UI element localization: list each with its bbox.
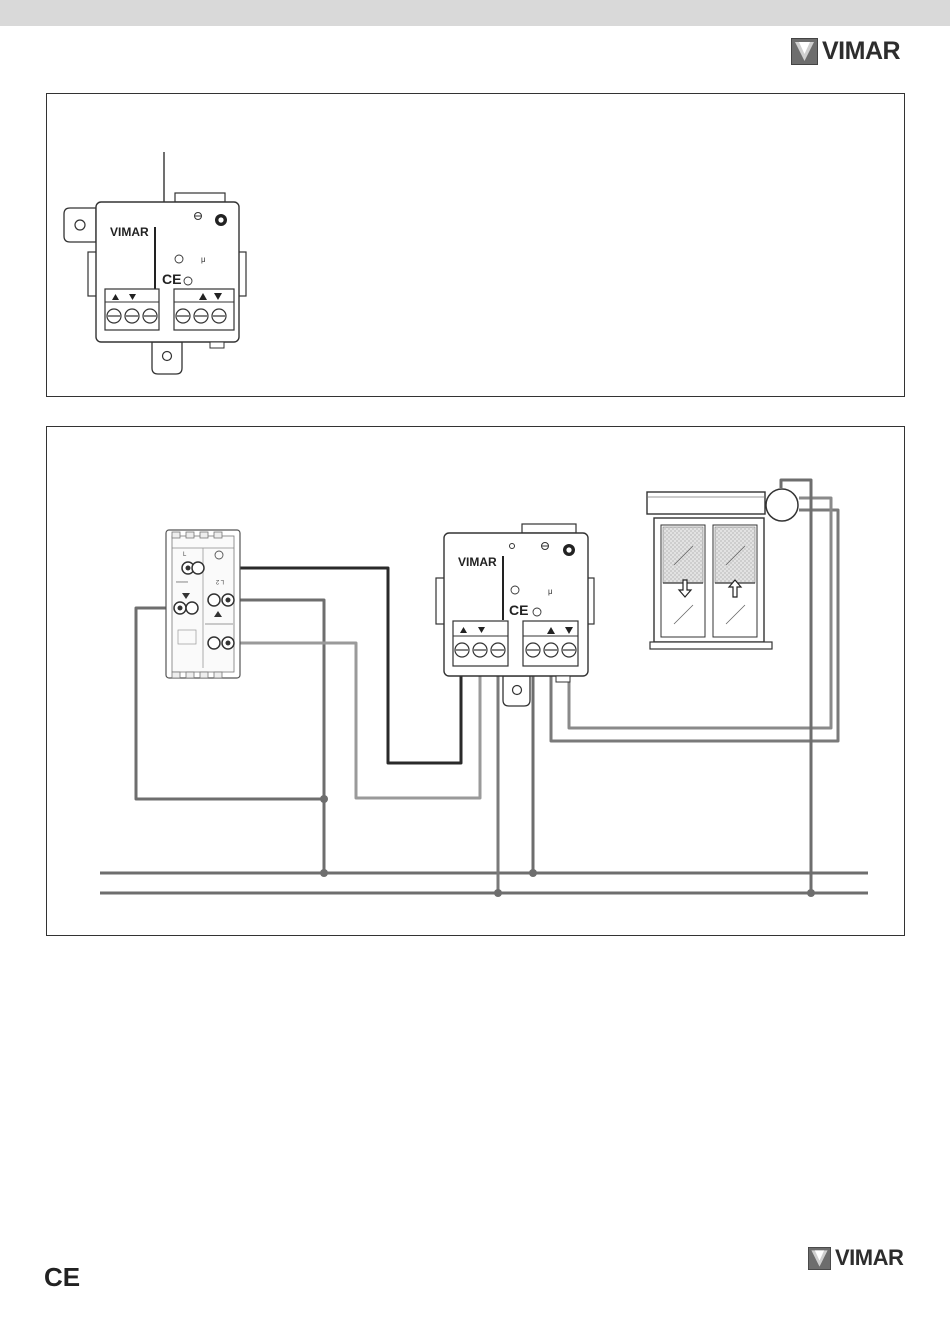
roller-shutter-window [647,489,798,649]
device-mu-text: μ [201,255,206,264]
mount-ear-left [64,208,96,242]
wire-switch-up [228,600,324,873]
device-ce-mark: CE [162,271,181,287]
footer-ce-text: CE [44,1264,80,1290]
header-band [0,0,950,26]
svg-text:xxxxxx: xxxxxx [176,579,188,584]
footer-brand-logo: VIMAR [808,1245,903,1271]
device-brand-label: VIMAR [110,225,149,239]
brand-name: VIMAR [822,37,900,66]
switch-label-l2: L 2 [215,578,224,584]
brand-logo: VIMAR [791,37,900,66]
wire-switch-l2 [228,643,480,798]
rocker-switch: L xxxxxx L 2 [166,530,240,678]
mount-ear-bottom [152,342,182,374]
actuator-ce-mark: CE [509,602,528,618]
actuator-mu-text: μ [548,587,553,596]
footer-vimar-logo-icon [808,1247,831,1270]
wiring-diagram: L xxxxxx L 2 [46,426,905,936]
shutter-motor-icon [766,489,798,521]
vimar-logo-icon [791,38,818,65]
shutter-box [647,492,765,514]
footer-ce-mark: CE [44,1264,80,1290]
device-detail-drawing: VIMAR μ CE [46,93,905,397]
wire-motor-neutral [781,480,811,893]
footer-brand-name: VIMAR [835,1245,903,1271]
actuator-brand-label: VIMAR [458,555,497,569]
